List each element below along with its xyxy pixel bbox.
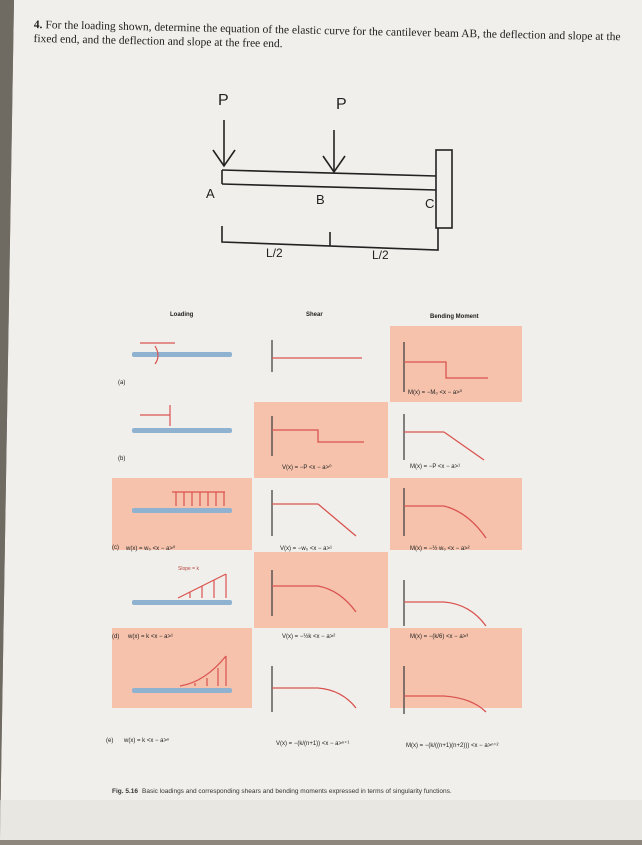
shear-eq-b: V(x) = −P <x − a>⁰: [282, 465, 332, 471]
moment-eq-b: M(x) = −P <x − a>¹: [410, 464, 461, 470]
point-a-label: A: [206, 186, 215, 201]
panel-c-load: [112, 478, 252, 550]
beam-top-edge: [221, 169, 437, 177]
shear-c-slope: [317, 503, 357, 537]
load-eq-c: w(x) = w₀ <x − a>⁰: [126, 546, 176, 552]
load-eq-d: w(x) = k <x − a>¹: [128, 634, 174, 640]
shear-eq-d: V(x) = −½k <x − a>²: [282, 634, 336, 640]
moment-eq-e: M(x) = −(k/((n+1)(n+2))) <x − a>ⁿ⁺²: [406, 743, 499, 749]
col-header-loading: Loading: [170, 312, 194, 318]
panel-e-moment: [390, 628, 522, 708]
caption-text: Basic loadings and corresponding shears …: [142, 788, 452, 795]
beam-d: [132, 600, 232, 605]
panel-c-moment: [390, 478, 522, 550]
beam-figure: [212, 120, 453, 251]
row-tag-a: (a): [118, 380, 126, 386]
moment-eq-c: M(x) = −½ w₀ <x − a>²: [410, 546, 470, 552]
caption-fig-number: Fig. 5.16: [112, 788, 139, 795]
load-arrowhead-right: [322, 155, 346, 174]
shear-e-curve: [317, 687, 357, 709]
dim-right-label: L/2: [372, 248, 389, 262]
load-arrowhead-left: [212, 149, 236, 168]
slope-label: Slope = k: [178, 566, 199, 572]
moment-e-curve: [443, 695, 487, 713]
moment-eq-d: M(x) = −(k/6) <x − a>³: [410, 634, 469, 640]
shear-column: [271, 340, 364, 712]
beam-bottom-edge: [221, 183, 437, 191]
panel-b-shear: [254, 402, 388, 478]
load-eq-e: w(x) = k <x − a>ⁿ: [124, 738, 170, 744]
beam-b: [132, 428, 232, 433]
load-label-left: P: [218, 92, 229, 109]
point-b-label: B: [316, 192, 325, 207]
uniform-load-c: [172, 491, 225, 506]
load-label-right: P: [336, 96, 347, 113]
panel-d-shear: [254, 552, 388, 628]
moment-d-curve: [443, 601, 487, 627]
linear-load-d: [177, 573, 227, 599]
shear-b-line: [272, 429, 364, 443]
shear-eq-c: V(x) = −w₀ <x − a>¹: [280, 546, 333, 552]
row-tag-b: (b): [118, 456, 126, 462]
col-header-shear: Shear: [306, 312, 323, 318]
loading-column: [132, 342, 232, 693]
table-panels: [112, 326, 522, 708]
moment-eq-a: M(x) = −M₀ <x − a>⁰: [408, 390, 463, 396]
problem-number: 4.: [33, 18, 43, 32]
fixed-wall: [435, 149, 453, 229]
beam-e: [132, 688, 232, 693]
shear-eq-e: V(x) = −(k/(n+1)) <x − a>ⁿ⁺¹: [276, 741, 350, 747]
table-edge: [0, 0, 14, 840]
point-c-label: C: [425, 196, 435, 211]
beam-a: [132, 352, 232, 357]
panel-a-moment: [390, 326, 522, 402]
moment-column: [403, 342, 488, 714]
shear-d-curve: [317, 585, 357, 613]
dim-left-label: L/2: [266, 246, 283, 260]
row-tag-d: (d): [112, 634, 120, 640]
page-shadow: [0, 800, 642, 840]
panel-e-load: [112, 628, 252, 708]
row-tag-e: (e): [106, 738, 114, 744]
row-tag-c: (c): [112, 545, 119, 551]
moment-b-slope: [443, 431, 485, 461]
power-load-e: [179, 655, 227, 687]
moment-a-line: [404, 361, 488, 379]
moment-c-curve: [443, 505, 487, 539]
beam-c: [132, 508, 232, 513]
couple-a: [154, 345, 159, 365]
col-header-moment: Bending Moment: [430, 314, 479, 320]
